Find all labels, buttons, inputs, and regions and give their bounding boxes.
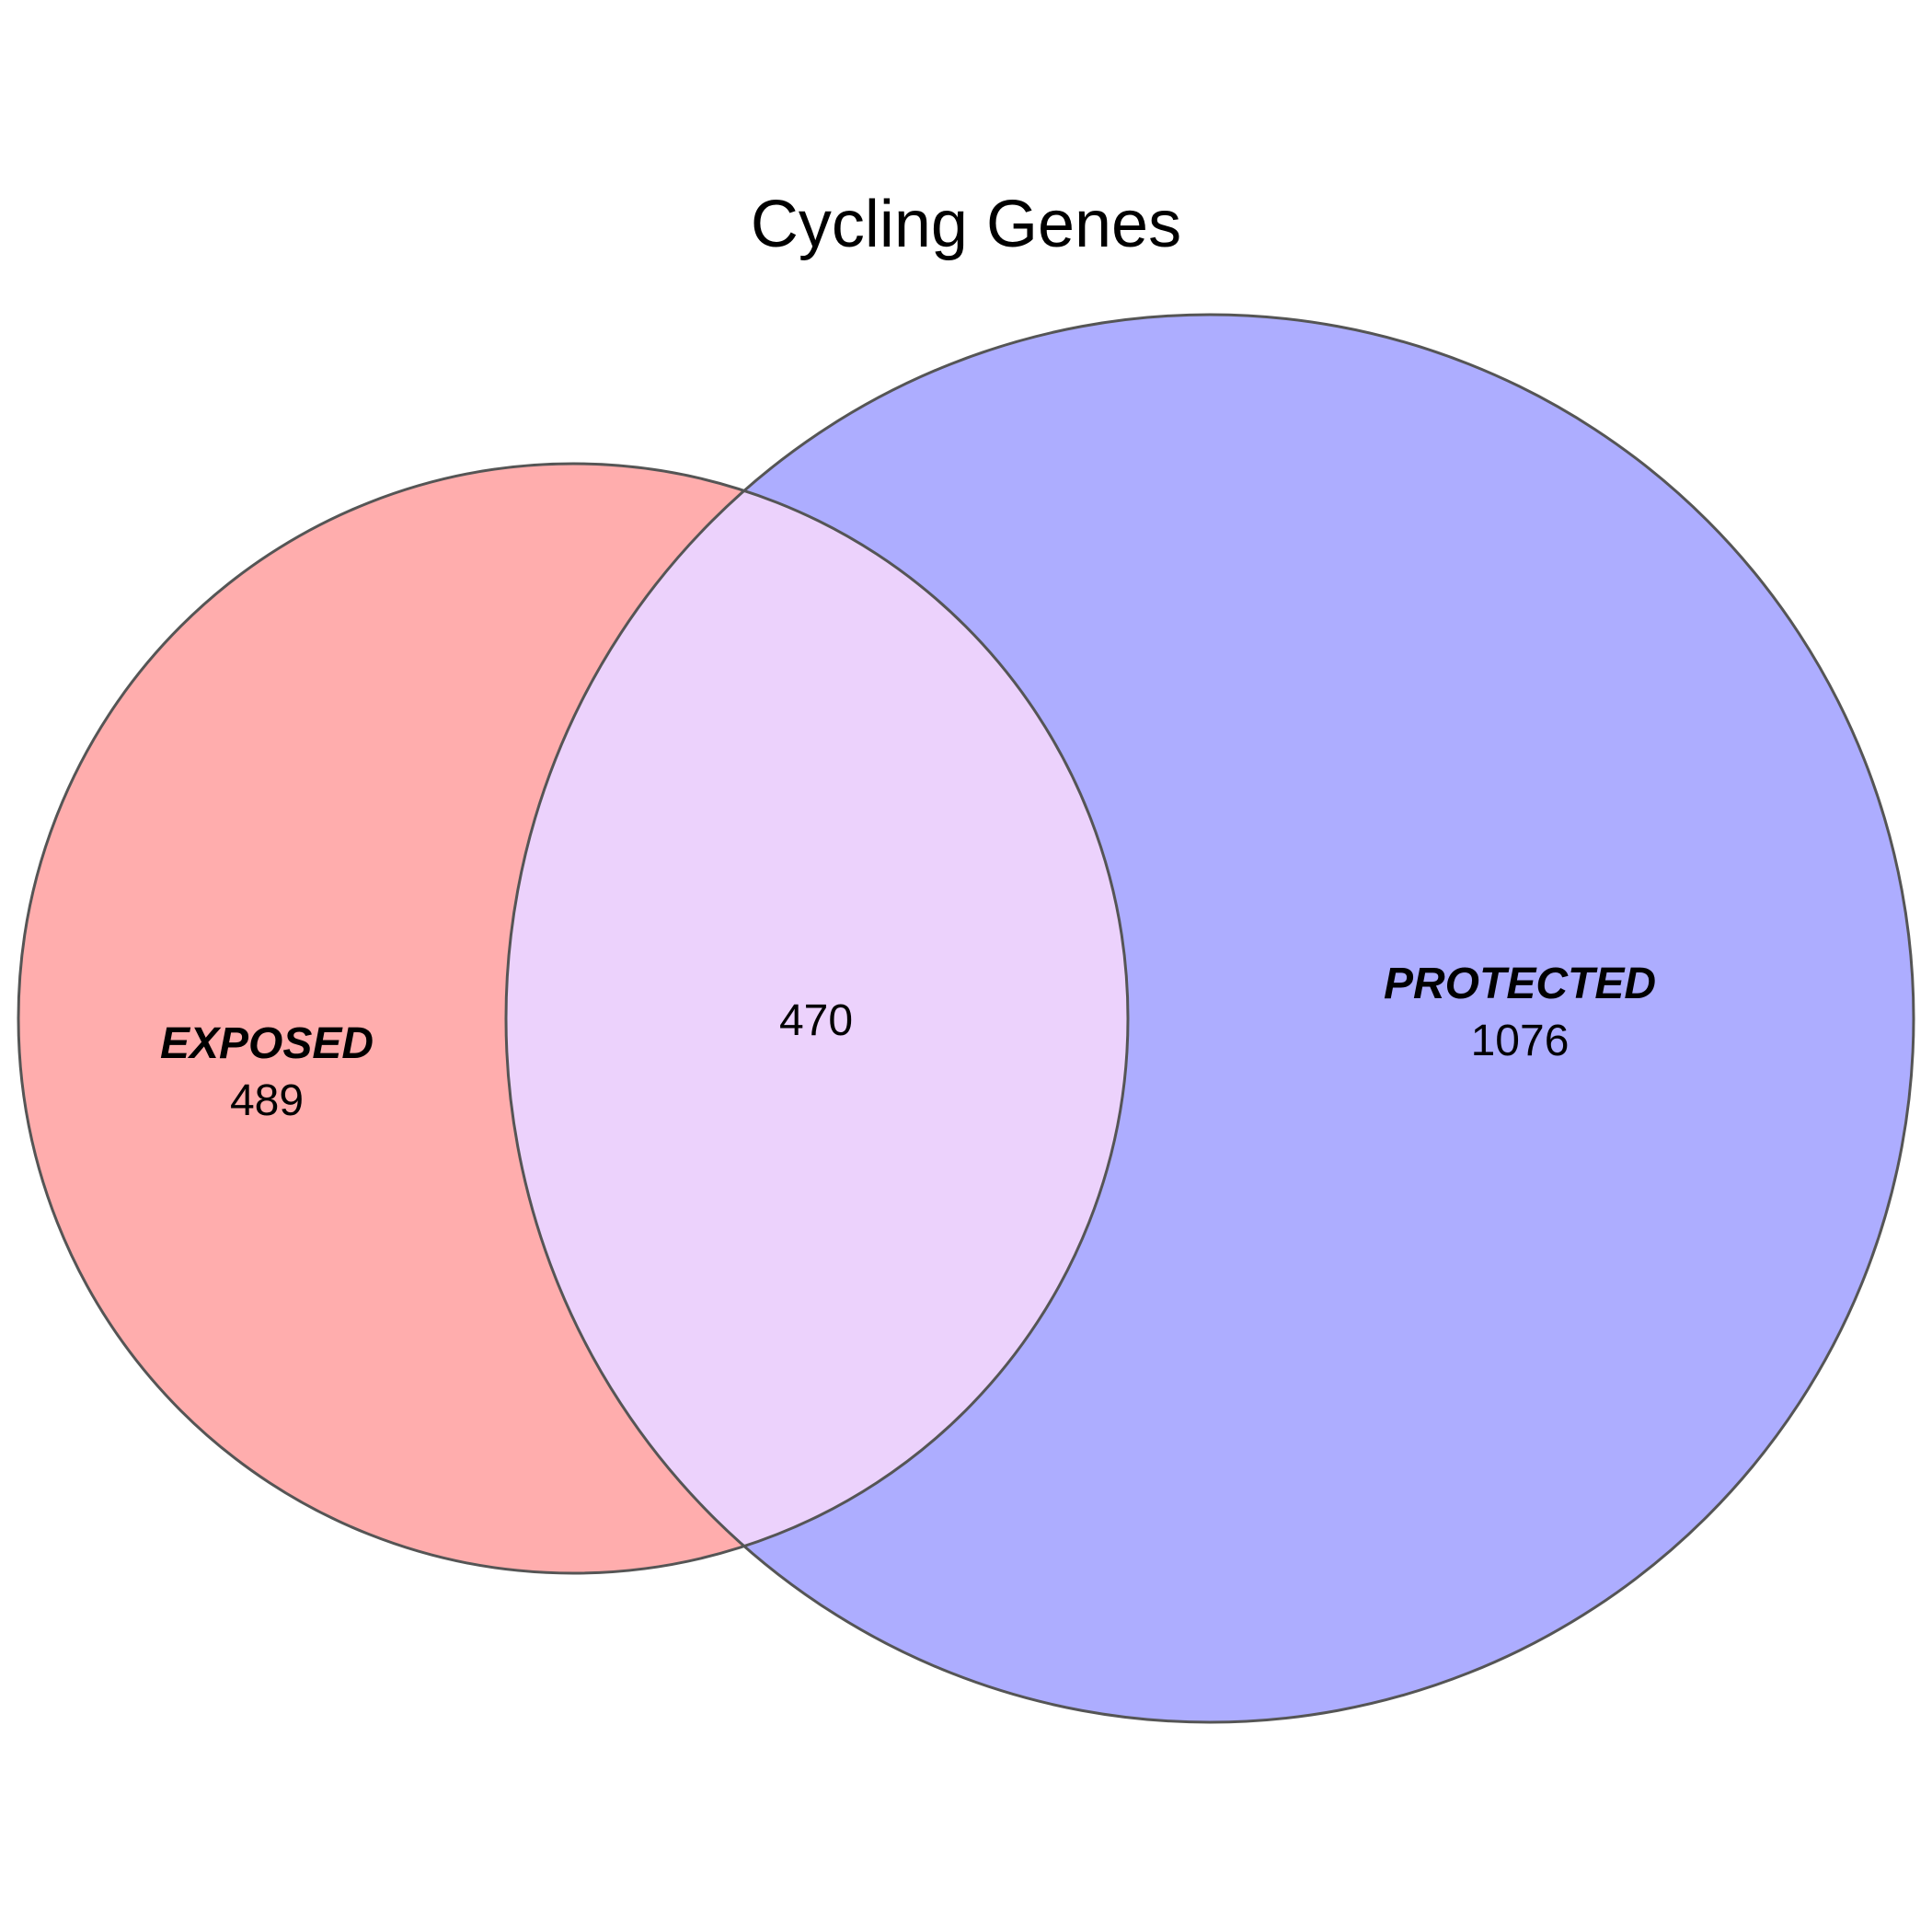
- overlap-count: 470: [779, 996, 853, 1045]
- protected-set-label: PROTECTED: [1384, 960, 1656, 1008]
- diagram-title: Cycling Genes: [751, 188, 1181, 261]
- protected-only-count: 1076: [1471, 1017, 1570, 1065]
- exposed-set-outline: [17, 462, 1130, 1575]
- exposed-only-count: 489: [230, 1076, 304, 1125]
- exposed-set-label: EXPOSED: [160, 1019, 374, 1068]
- protected-set-outline: [504, 313, 1915, 1724]
- overlap-region: [506, 464, 1128, 1573]
